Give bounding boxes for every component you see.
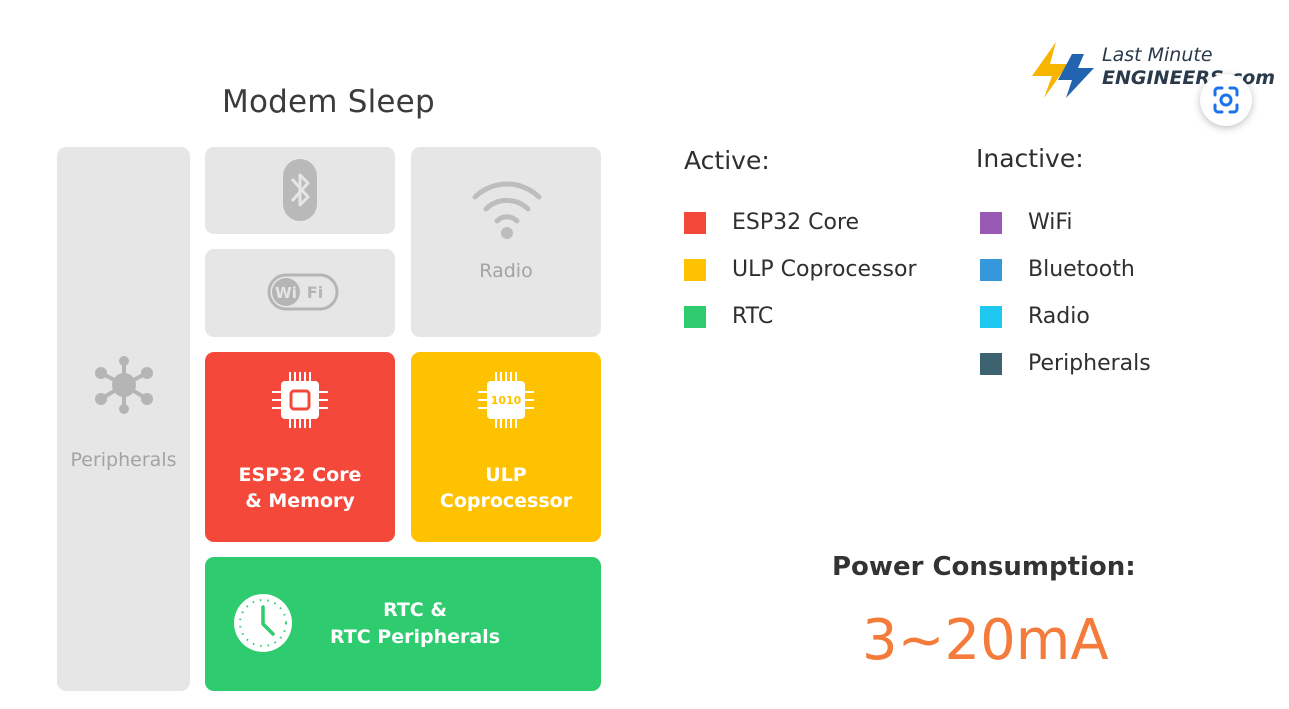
lightning-logo-icon — [1032, 42, 1094, 98]
logo-text-line1: Last Minute — [1102, 44, 1213, 66]
rtc-block: RTC & RTC Peripherals — [205, 557, 601, 691]
svg-text:Fi: Fi — [307, 283, 323, 302]
legend-label: ULP Coprocessor — [732, 257, 917, 282]
ulp-label-line1: ULP — [485, 464, 527, 486]
legend-swatch — [980, 352, 1002, 375]
legend-item-peripherals: Peripherals — [980, 351, 1151, 376]
rtc-label-line1: RTC & — [383, 599, 447, 621]
legend-item-esp32-core: ESP32 Core — [684, 210, 859, 235]
legend-label: Peripherals — [1028, 351, 1151, 376]
legend-item-bluetooth: Bluetooth — [980, 257, 1135, 282]
legend-swatch — [980, 258, 1002, 281]
legend-label: RTC — [732, 304, 774, 329]
network-hub-icon — [95, 356, 153, 414]
radio-block: Radio — [411, 147, 601, 337]
legend-label: Radio — [1028, 304, 1090, 329]
chip-binary-text: 1010 — [491, 394, 522, 407]
legend-item-rtc: RTC — [684, 304, 773, 329]
legend-swatch — [684, 258, 706, 281]
esp32-core-block: ESP32 Core & Memory — [205, 352, 395, 542]
legend-swatch — [684, 305, 706, 328]
bluetooth-icon — [283, 159, 317, 221]
radio-signal-icon — [472, 181, 542, 239]
legend-active-title: Active: — [684, 146, 770, 175]
svg-text:Wi: Wi — [275, 284, 297, 302]
legend-swatch — [684, 211, 706, 234]
legend-swatch — [980, 211, 1002, 234]
ulp-label-line2: Coprocessor — [439, 490, 573, 512]
legend-label: ESP32 Core — [732, 210, 860, 235]
power-consumption-label: Power Consumption: — [832, 552, 1136, 582]
legend-item-radio: Radio — [980, 304, 1090, 329]
esp32-label-line1: ESP32 Core — [238, 464, 362, 486]
rtc-label-line2: RTC Peripherals — [329, 626, 501, 648]
clock-icon — [234, 594, 292, 652]
bluetooth-block — [205, 147, 395, 234]
lens-scan-icon — [1213, 86, 1239, 114]
wifi-logo-icon: Wi Fi — [267, 273, 339, 311]
legend-item-wifi: WiFi — [980, 210, 1073, 235]
ulp-coprocessor-block: 1010 ULP Coprocessor — [411, 352, 601, 542]
lens-search-button[interactable] — [1200, 74, 1252, 126]
legend-label: Bluetooth — [1028, 257, 1135, 282]
diagram-title: Modem Sleep — [222, 84, 435, 120]
legend-label: WiFi — [1028, 210, 1073, 235]
peripherals-label: Peripherals — [70, 449, 177, 471]
chip-1010-icon: 1010 — [478, 372, 534, 428]
wifi-block: Wi Fi — [205, 249, 395, 337]
legend-inactive-title: Inactive: — [976, 144, 1084, 173]
site-logo[interactable]: Last Minute ENGINEERS.com — [1028, 40, 1278, 126]
esp32-label-line2: & Memory — [245, 490, 355, 512]
radio-label: Radio — [479, 260, 533, 282]
chip-icon — [272, 372, 328, 428]
legend-swatch — [980, 305, 1002, 328]
legend-item-ulp-coprocessor: ULP Coprocessor — [684, 257, 917, 282]
power-consumption-value: 3~20mA — [862, 608, 1109, 673]
peripherals-block: Peripherals — [57, 147, 190, 691]
